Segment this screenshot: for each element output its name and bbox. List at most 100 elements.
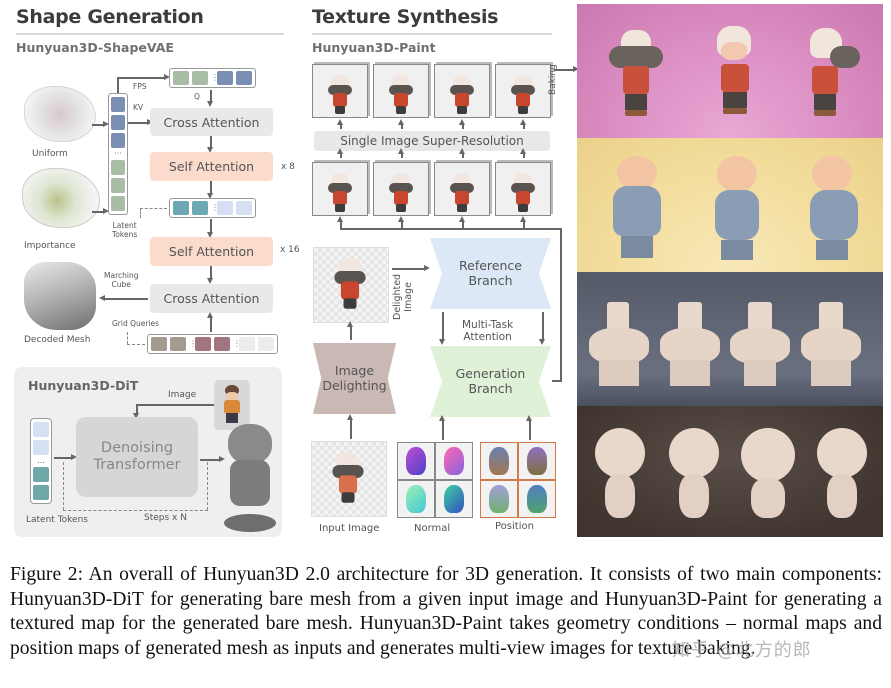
token-light-blue [33, 440, 49, 455]
kv-label: KV [133, 103, 144, 112]
repeat-x16: x 16 [280, 245, 300, 255]
image-label: Image [168, 390, 197, 400]
shapevae-title: Hunyuan3D-ShapeVAE [16, 40, 174, 55]
token-light-blue [33, 422, 49, 437]
hires-view-back [434, 64, 490, 118]
position-map [481, 480, 518, 517]
kv-arrow [128, 119, 153, 125]
position-map [481, 443, 518, 480]
q-label: Q [194, 92, 200, 101]
uniform-arrow [92, 121, 109, 127]
input-to-delighting-arrow [347, 414, 353, 439]
image-delighting: Image Delighting [313, 343, 396, 414]
token-mauve [214, 337, 230, 351]
hires-view-side-left [373, 64, 429, 118]
token-teal [33, 485, 49, 500]
importance-pointcloud-image [22, 168, 100, 228]
steps-loop [207, 462, 208, 510]
position-maps-grid [480, 442, 556, 518]
token-light-blue [236, 201, 252, 215]
repeat-x8: x 8 [281, 162, 295, 172]
dit-title: Hunyuan3D-DiT [28, 378, 139, 393]
arrow-down [207, 181, 213, 199]
latent-token-row: ⋮ [169, 198, 256, 218]
lowres-view-side-right [495, 162, 551, 216]
normal-to-generation-arrow [439, 415, 445, 440]
delighted-image-label: Delighted Image [392, 273, 414, 320]
token-ellipsis: ··· [114, 149, 122, 158]
fps-line-up [117, 77, 119, 93]
transformer-to-mesh-arrow [200, 456, 225, 462]
lowres-view-front [312, 162, 368, 216]
token-green [111, 160, 125, 175]
texture-title-rule [312, 33, 552, 35]
multitask-arrow-left [439, 312, 445, 345]
lowres-view-side-left [373, 162, 429, 216]
token-blue [111, 115, 125, 130]
arrow-up [337, 119, 343, 129]
result-elephant-throne [577, 272, 883, 406]
feedback-line [552, 380, 562, 382]
importance-arrow [92, 208, 109, 214]
multitask-arrow-right [539, 312, 545, 345]
figure-caption: Figure 2: An overall of Hunyuan3D 2.0 ar… [10, 564, 882, 659]
token-light-blue [217, 201, 233, 215]
token-light [239, 337, 255, 351]
normal-maps-grid [397, 442, 473, 518]
fps-label: FPS [133, 82, 147, 91]
watermark: 知乎 @北方的郎 [672, 640, 812, 661]
token-teal [33, 467, 49, 482]
arrow-up [398, 119, 404, 129]
single-image-super-resolution: Single Image Super-Resolution [314, 131, 550, 151]
normal-map [398, 480, 435, 517]
feedback-line [340, 228, 561, 230]
input-image-label: Input Image [319, 523, 380, 534]
cross-attention-decoder: Cross Attention [150, 284, 273, 313]
token-blue [217, 71, 233, 85]
shape-title-rule [16, 33, 284, 35]
grid-dashed-link [127, 344, 145, 345]
arrow-up [520, 119, 526, 129]
generated-mesh-statue [220, 418, 280, 536]
tokens-to-transformer-arrow [54, 454, 77, 460]
latent-tokens-label: Latent Tokens [26, 515, 88, 525]
token-ellipsis: ⋮ [189, 339, 197, 348]
token-tan [151, 337, 167, 351]
hires-view-front [312, 64, 368, 118]
token-mauve [195, 337, 211, 351]
result-girl-cat-hood [577, 4, 883, 138]
arrow-down [207, 136, 213, 153]
grid-queries-arrow [207, 312, 213, 332]
uniform-label: Uniform [32, 149, 68, 159]
marching-cube-label: Marching Cube [104, 271, 139, 289]
query-token-row: ⋮ [169, 68, 256, 88]
cross-attention-encoder: Cross Attention [150, 108, 273, 136]
normal-map [435, 480, 472, 517]
delighting-to-image-arrow [347, 321, 353, 340]
token-blue [111, 133, 125, 148]
latent-tokens-label: Latent Tokens [112, 221, 138, 239]
token-ellipsis: ⋮ [211, 73, 219, 82]
position-to-generation-arrow [526, 415, 532, 440]
arrow-down [207, 219, 213, 238]
grid-query-token-row: ⋮ ⋮ [147, 334, 278, 354]
hires-view-side-right [495, 64, 551, 118]
dit-latent-tokens: ... [30, 418, 52, 504]
token-ellipsis: ... [37, 456, 45, 465]
importance-label: Importance [24, 241, 76, 251]
arrow-up [398, 148, 404, 158]
token-blue [111, 97, 125, 112]
fps-arrow [117, 74, 170, 80]
result-duck-wireframe [577, 406, 883, 537]
lowres-view-back [434, 162, 490, 216]
delighted-image [313, 247, 389, 323]
token-green [192, 71, 208, 85]
latent-dashed-link [140, 208, 141, 218]
arrow-up [337, 216, 343, 228]
steps-loop [63, 462, 64, 510]
grid-queries-label: Grid Queries [112, 319, 160, 328]
baking-arrow [554, 66, 579, 72]
token-light [258, 337, 274, 351]
result-pig-overalls [577, 138, 883, 272]
grid-dashed-link [127, 332, 128, 344]
